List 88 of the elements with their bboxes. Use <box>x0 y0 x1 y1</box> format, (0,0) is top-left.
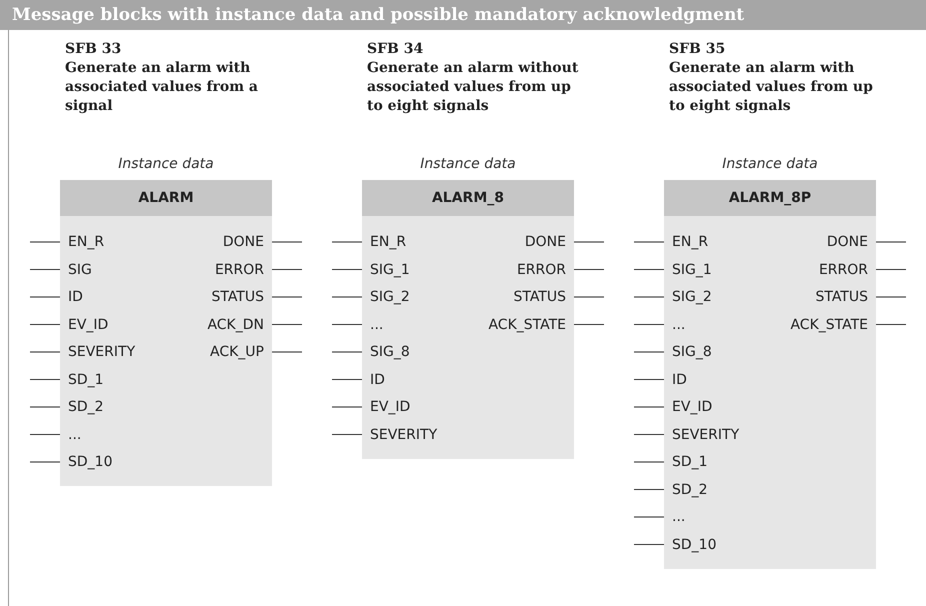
pin-line <box>332 406 362 408</box>
output-pin-name: ERROR <box>516 260 566 278</box>
pin-line <box>332 324 362 325</box>
function-block <box>664 180 876 568</box>
pin-line <box>634 406 664 408</box>
output-pin-name: ACK_STATE <box>488 316 566 334</box>
block-description: Generate an alarm with associated values from a signal <box>65 59 259 116</box>
output-pin-name: ACK_UP <box>210 343 264 361</box>
input-pin-name: EN_R <box>68 233 104 251</box>
input-pin-name: SIG_1 <box>672 260 712 278</box>
input-pin-name: SD_2 <box>68 398 104 416</box>
pin-line <box>30 269 60 270</box>
input-pin-name: EV_ID <box>672 398 712 416</box>
pin-line <box>634 544 664 545</box>
block-name: ALARM_8P <box>664 180 876 216</box>
instance-data-label: Instance data <box>117 156 215 172</box>
pin-line <box>634 489 664 490</box>
pin-line <box>332 269 362 270</box>
block-name: ALARM_8 <box>362 180 574 216</box>
block-description: Generate an alarm with associated values from up to eight signals <box>669 59 874 116</box>
output-pin-name: STATUS <box>513 288 566 306</box>
pin-line <box>272 269 302 270</box>
pin-line <box>30 296 60 298</box>
function-block <box>60 180 272 486</box>
input-pin-name: ID <box>672 370 687 388</box>
pin-line <box>574 269 604 270</box>
input-pin-name: SIG_2 <box>672 288 712 306</box>
input-pin-name: ... <box>672 316 686 334</box>
input-pin-name: ... <box>68 426 82 444</box>
instance-data-label: Instance data <box>419 156 517 172</box>
pin-line <box>634 434 664 435</box>
input-pin-name: SD_10 <box>672 536 716 554</box>
input-pin-name: EN_R <box>672 233 708 251</box>
pin-line <box>574 324 604 325</box>
input-pin-name: SEVERITY <box>370 426 438 444</box>
input-pin-name: ... <box>672 508 686 526</box>
block-number: SFB 34 <box>367 40 424 59</box>
output-pin-name: DONE <box>826 233 868 251</box>
block-number: SFB 35 <box>669 40 726 59</box>
input-pin-name: SD_1 <box>68 370 104 388</box>
input-pin-name: EV_ID <box>68 316 108 334</box>
output-pin-name: ACK_STATE <box>790 316 868 334</box>
output-pin-name: ACK_DN <box>207 316 264 334</box>
title-bar: Message blocks with instance data and possible mandatory acknowledgment <box>0 0 926 30</box>
pin-line <box>332 296 362 298</box>
pin-line <box>332 434 362 435</box>
pin-line <box>30 379 60 380</box>
block-number: SFB 33 <box>65 40 122 59</box>
input-pin-name: SIG <box>68 260 92 278</box>
input-pin-name: EV_ID <box>370 398 410 416</box>
pin-line <box>30 406 60 408</box>
input-pin-name: SEVERITY <box>672 426 740 444</box>
input-pin-name: SD_10 <box>68 453 112 471</box>
output-pin-name: ERROR <box>214 260 264 278</box>
input-pin-name: SIG_8 <box>672 343 712 361</box>
input-pin-name: SIG_2 <box>370 288 410 306</box>
pin-line <box>30 324 60 325</box>
pin-line <box>30 434 60 435</box>
input-pin-name: ... <box>370 316 384 334</box>
output-pin-name: DONE <box>524 233 566 251</box>
input-pin-name: SIG_1 <box>370 260 410 278</box>
input-pin-name: SEVERITY <box>68 343 136 361</box>
pin-line <box>272 296 302 298</box>
pin-line <box>876 324 906 325</box>
output-pin-name: STATUS <box>211 288 264 306</box>
pin-line <box>634 269 664 270</box>
input-pin-name: ID <box>68 288 83 306</box>
input-pin-name: SD_2 <box>672 480 708 498</box>
output-pin-name: ERROR <box>818 260 868 278</box>
input-pin-name: SIG_8 <box>370 343 410 361</box>
pin-line <box>634 324 664 325</box>
block-name: ALARM <box>60 180 272 216</box>
pin-line <box>634 516 664 518</box>
pin-line <box>272 324 302 325</box>
pin-line <box>332 379 362 380</box>
pin-line <box>574 296 604 298</box>
pin-line <box>876 269 906 270</box>
input-pin-name: SD_1 <box>672 453 708 471</box>
input-pin-name: ID <box>370 370 385 388</box>
function-block <box>362 180 574 458</box>
pin-line <box>634 379 664 380</box>
output-pin-name: DONE <box>222 233 264 251</box>
output-pin-name: STATUS <box>815 288 868 306</box>
pin-line <box>634 296 664 298</box>
instance-data-label: Instance data <box>721 156 819 172</box>
pin-line <box>876 296 906 298</box>
block-description: Generate an alarm without associated values from up to eight signals <box>367 59 580 116</box>
input-pin-name: EN_R <box>370 233 406 251</box>
